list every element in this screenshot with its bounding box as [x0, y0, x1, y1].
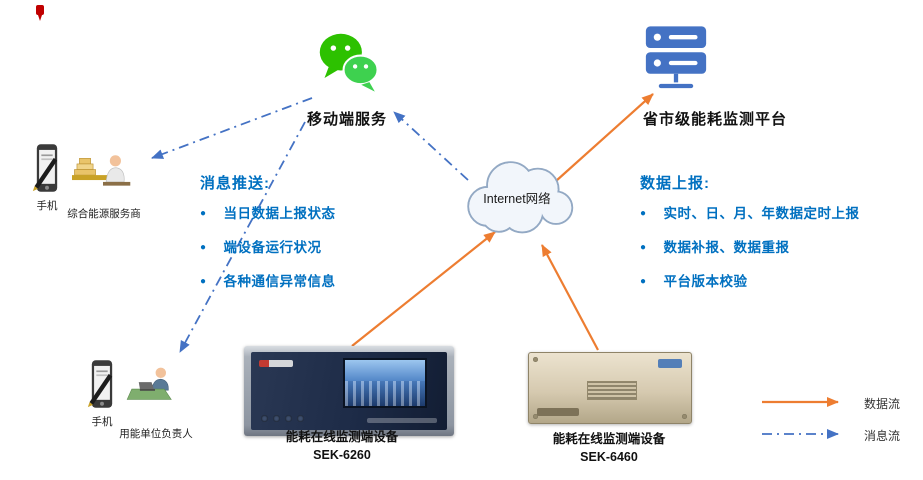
bullet-icon: ●: [200, 242, 207, 253]
device-sek6460-image: [528, 352, 692, 424]
bullet-icon: ●: [640, 208, 647, 219]
dataflow-device6260-to-cloud: [351, 231, 496, 347]
device-bottom-strip: [537, 408, 579, 416]
bullet-icon: ●: [200, 208, 207, 219]
list-item-text: 数据补报、数据重报: [663, 240, 790, 255]
person-at-desk-icon: [72, 155, 131, 186]
internet-label: Internet网络: [483, 192, 551, 206]
device-6260-model: SEK-6260: [313, 448, 371, 462]
list-item: ● 实时、日、月、年数据定时上报: [640, 204, 915, 223]
device-front-panel: [251, 352, 447, 430]
messageflow-wechat-to-service-provider: [151, 97, 313, 159]
data-report-block: 数据上报: ● 实时、日、月、年数据定时上报 ● 数据补报、数据重报 ● 平台版本校验: [640, 172, 915, 306]
wechat-icon: [319, 33, 379, 92]
list-item-text: 当日数据上报状态: [223, 206, 336, 221]
person-at-desk-icon: [126, 367, 172, 400]
messageflow-cloud-to-wechat: [393, 111, 469, 181]
energy-unit-phone-label: 手机: [91, 416, 113, 428]
data-report-list: ● 实时、日、月、年数据定时上报 ● 数据补报、数据重报 ● 平台版本校验: [640, 204, 915, 291]
platform-label: 省市级能耗监测平台: [643, 111, 788, 128]
smartphone-icon: [87, 360, 113, 408]
dataflow-device6460-to-cloud: [541, 244, 599, 351]
list-item: ● 当日数据上报状态: [200, 204, 410, 223]
legend-messageflow-label: 消息流: [864, 429, 901, 443]
device-brand-logo: [259, 360, 293, 367]
server-platform-icon: [645, 26, 707, 89]
service-provider-role-label: 综合能源服务商: [67, 208, 141, 220]
list-item-text: 平台版本校验: [663, 274, 748, 289]
list-item: ● 平台版本校验: [640, 272, 915, 291]
device-buttons: [261, 415, 304, 422]
list-item: ● 端设备运行状况: [200, 238, 410, 257]
mobile-service-label: 移动端服务: [306, 111, 387, 128]
legend-dataflow-label: 数据流: [864, 397, 901, 411]
data-report-title: 数据上报:: [640, 175, 710, 192]
list-item-text: 端设备运行状况: [223, 240, 322, 255]
bullet-icon: ●: [200, 276, 207, 287]
message-push-title: 消息推送:: [200, 175, 270, 192]
smartphone-icon: [32, 144, 58, 192]
service-provider-phone-label: 手机: [36, 200, 58, 212]
message-push-block: 消息推送: ● 当日数据上报状态 ● 端设备运行状况 ● 各种通信异常信息: [200, 172, 410, 306]
device-6460-name: 能耗在线监测端设备: [552, 432, 666, 446]
internet-cloud-node: Internet网络: [452, 150, 582, 242]
device-sek6260-image: [244, 346, 454, 436]
list-item-text: 实时、日、月、年数据定时上报: [663, 206, 860, 221]
list-item-text: 各种通信异常信息: [223, 274, 336, 289]
device-screen: [343, 358, 427, 408]
device-caption-bar: [367, 418, 437, 423]
message-push-list: ● 当日数据上报状态 ● 端设备运行状况 ● 各种通信异常信息: [200, 204, 410, 291]
device-grille: [587, 381, 637, 400]
list-item: ● 各种通信异常信息: [200, 272, 410, 291]
red-pin-icon: [36, 5, 44, 21]
bullet-icon: ●: [640, 276, 647, 287]
energy-unit-role-label: 用能单位负责人: [119, 428, 193, 440]
internet-cloud-icon: [467, 161, 574, 234]
device-6260-name: 能耗在线监测端设备: [285, 430, 399, 444]
screw-icon: [533, 357, 538, 362]
device-6460-model: SEK-6460: [580, 450, 638, 464]
dataflow-cloud-to-platform: [555, 93, 654, 182]
screw-icon: [682, 414, 687, 419]
device-brand-logo: [658, 359, 682, 368]
screw-icon: [533, 414, 538, 419]
list-item: ● 数据补报、数据重报: [640, 238, 915, 257]
bullet-icon: ●: [640, 242, 647, 253]
device-screen-skyline: [345, 380, 425, 406]
